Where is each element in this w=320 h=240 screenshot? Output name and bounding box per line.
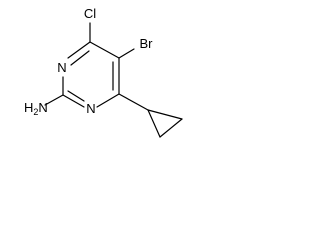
atom-amino-group: H2N [24,100,48,117]
molecule-svg: Cl Br N N H2N [24,6,183,138]
bond-cp-c [147,109,183,120]
bond-n3-c4 [67,41,91,59]
bond-n1-c2-inner [67,90,85,102]
bond-c4-c5 [89,41,120,59]
bond-c2-nh2 [44,94,64,106]
atom-chlorine: Cl [84,6,96,21]
amino-h: H [24,100,33,115]
bond-n3-c4-inner [70,50,90,66]
amino-n: N [38,100,47,115]
bond-c6-n1 [96,93,120,108]
bond-c5-br [118,48,135,59]
structure-diagram: Cl Br N N H2N [0,0,206,170]
bond-n1-c2 [62,94,85,108]
atom-nitrogen-1: N [86,101,95,116]
bond-c6-cyclopropyl [118,93,149,111]
amino-subscript: 2 [33,107,38,117]
bond-cp-a [147,109,161,138]
bond-cp-b [159,118,183,138]
atom-nitrogen-3: N [57,60,66,75]
atom-bromine: Br [140,36,154,51]
